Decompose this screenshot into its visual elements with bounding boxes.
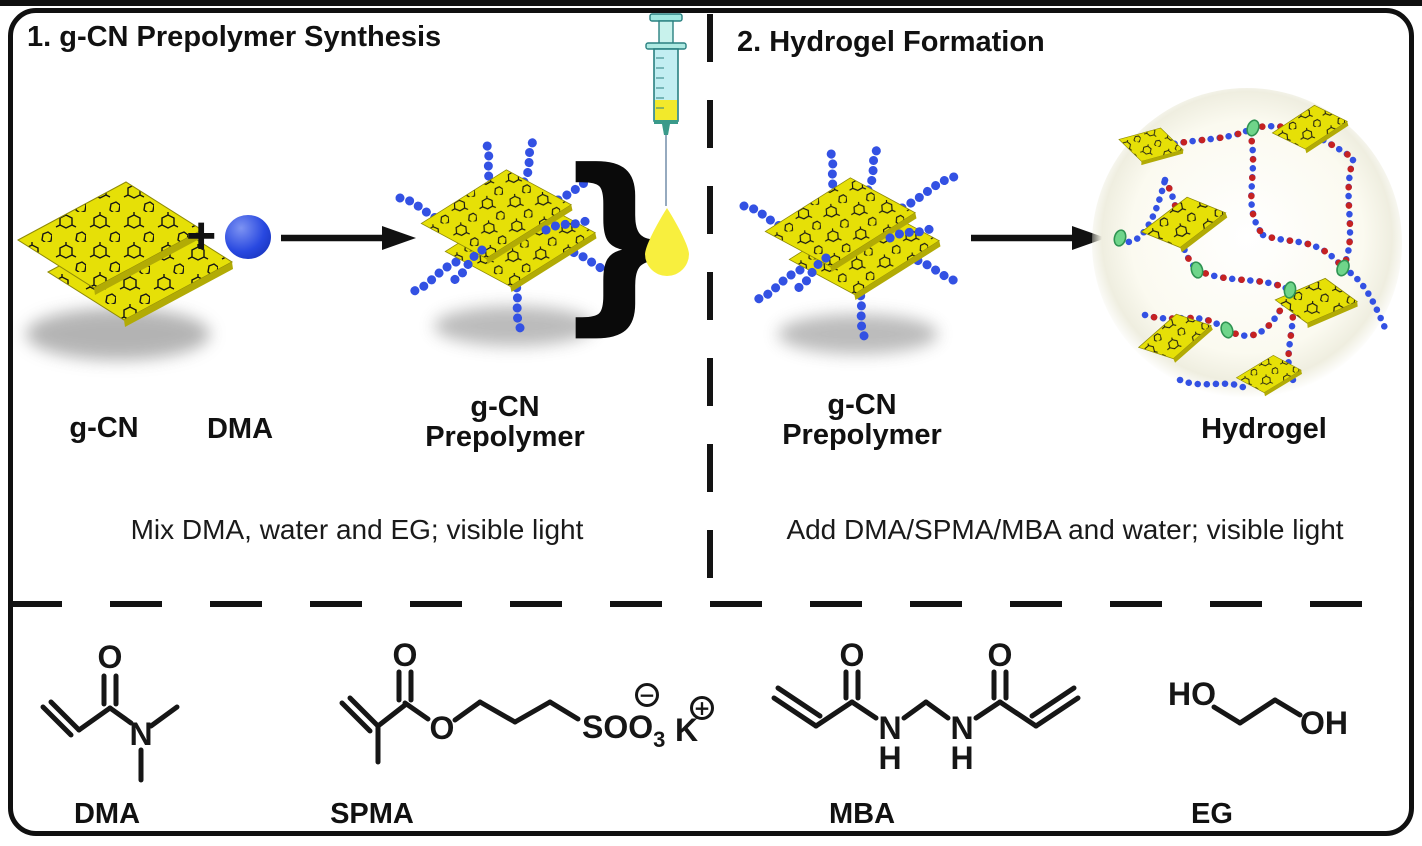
hydrogel-label: Hydrogel xyxy=(1201,413,1327,445)
prepolymer-label-1-line1: g-CN xyxy=(470,391,540,423)
spma-sulfonate-subscript: 3 xyxy=(653,727,665,752)
dma-oxygen-label: O xyxy=(98,639,123,675)
spma-structure-label: SPMA xyxy=(330,798,414,830)
eg-ho-label: HO xyxy=(1168,676,1216,712)
panel1-caption: Mix DMA, water and EG; visible light xyxy=(130,514,584,545)
reaction-arrow-1 xyxy=(281,226,416,250)
dma-reactant-label: DMA xyxy=(206,413,274,445)
panel2-caption: Add DMA/SPMA/MBA and water; visible ligh… xyxy=(786,514,1344,545)
spma-plus-charge: + xyxy=(694,696,711,720)
panel1-title: 1. g-CN Prepolymer Synthesis xyxy=(27,21,442,53)
panel-divider-vertical xyxy=(707,14,713,594)
panel2-title: 2. Hydrogel Formation xyxy=(737,26,1045,58)
eg-oh-label: OH xyxy=(1300,705,1348,741)
dma-structure-label: DMA xyxy=(73,798,141,830)
hydrogel-crosslink-nodes xyxy=(1113,119,1350,339)
hydrogel-graphic xyxy=(1092,88,1402,399)
dma-nitrogen-label: N xyxy=(129,716,152,752)
prepolymer-label-2-line2: Prepolymer xyxy=(782,418,942,451)
dma-structure: O N xyxy=(40,639,180,783)
gcn-label: g-CN xyxy=(69,412,139,444)
droplet-icon xyxy=(645,208,689,276)
dma-monomer-sphere xyxy=(225,215,271,259)
mba-left-nh-label: H xyxy=(878,740,901,776)
spma-ester-oxygen-label: O xyxy=(430,710,455,746)
spma-sulfonate-label: SO xyxy=(582,709,628,745)
spma-structure: O O SOO3 − K + xyxy=(339,637,714,765)
top-rule xyxy=(0,0,1422,6)
mba-left-oxygen-label: O xyxy=(840,637,865,673)
mba-structure-label: MBA xyxy=(828,798,896,830)
eg-structure-label: EG xyxy=(1191,798,1233,830)
mba-structure: O N H N H O xyxy=(771,637,1081,776)
mba-right-nitrogen-label: N xyxy=(950,710,973,746)
svg-text:SOO3: SOO3 xyxy=(582,709,665,752)
mba-right-oxygen-label: O xyxy=(988,637,1013,673)
mba-left-nitrogen-label: N xyxy=(878,710,901,746)
spma-sulfonate-o: O xyxy=(628,709,653,745)
panel-divider-horizontal xyxy=(10,601,1412,607)
prepolymer-label-1-line2: Prepolymer xyxy=(425,420,585,453)
mba-right-nh-label: H xyxy=(950,740,973,776)
eg-structure: HO OH xyxy=(1168,676,1348,741)
prepolymer-label-1: g-CN Prepolymer xyxy=(405,391,605,453)
spma-potassium-label: K xyxy=(675,712,698,748)
spma-carbonyl-oxygen-label: O xyxy=(393,637,418,673)
prepolymer-label-2: g-CN Prepolymer xyxy=(762,389,962,451)
prepolymer-label-2-line1: g-CN xyxy=(827,389,897,421)
outer-border xyxy=(8,8,1414,836)
reaction-arrow-2 xyxy=(971,226,1106,250)
syringe-icon xyxy=(645,13,687,206)
hydrogel-chains xyxy=(1116,122,1389,392)
gcn-sheets-graphic xyxy=(17,181,234,360)
plus-sign: + xyxy=(186,207,217,265)
spma-minus-charge: − xyxy=(639,683,656,707)
gcn-prepolymer-graphic-2 xyxy=(735,146,980,381)
